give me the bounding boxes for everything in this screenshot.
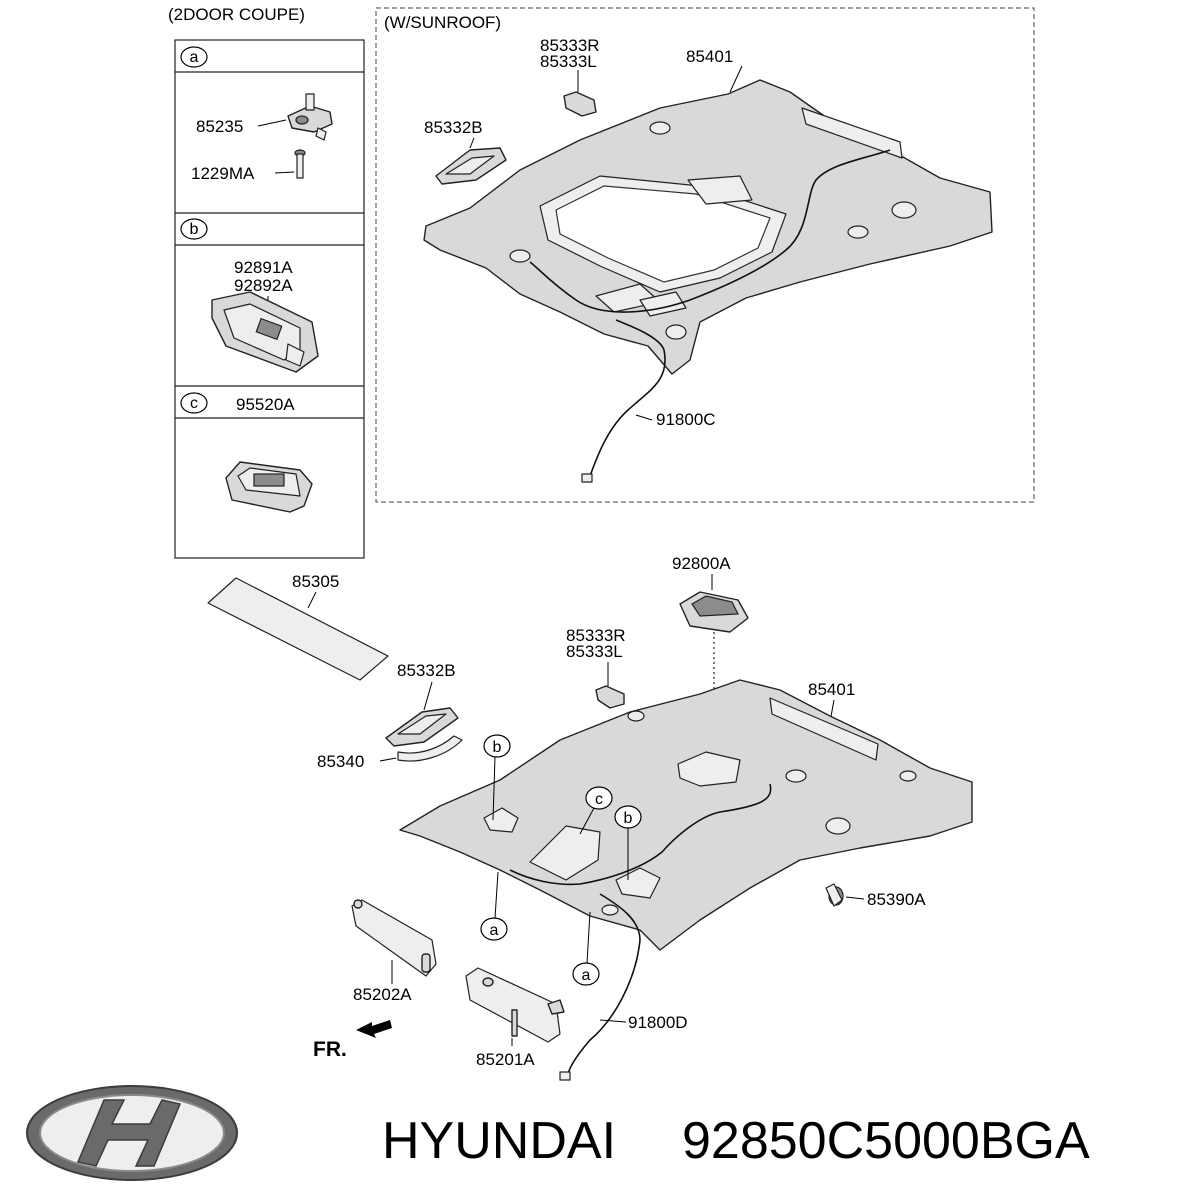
variant-2door-label: (2DOOR COUPE)	[168, 5, 305, 24]
footer: HYUNDAI 92850C5000BGA	[26, 1085, 1090, 1181]
main-part-label-85305: 85305	[292, 572, 339, 591]
main-view: 85305 92800A 85333R 85333L 85401 85332B …	[207, 554, 973, 1081]
main-part-label-85401: 85401	[808, 680, 855, 699]
wire-91800D	[509, 783, 772, 1075]
marker-c-circle	[180, 392, 208, 414]
svg-text:a: a	[490, 922, 499, 939]
sunroof-headliner	[423, 79, 993, 375]
main-bracket-85332B-icon	[385, 707, 459, 747]
front-arrow-icon	[356, 1020, 392, 1038]
clip-85390A-icon	[825, 883, 844, 907]
part-number: 92850C5000BGA	[682, 1112, 1090, 1170]
assist-handle-85340-icon	[397, 735, 463, 762]
main-part-label-85390A: 85390A	[867, 890, 926, 909]
strip-85305-icon	[207, 577, 389, 681]
map-lamp-icon	[225, 461, 313, 513]
main-part-label-92800A: 92800A	[672, 554, 731, 573]
sunroof-part-label-85332B: 85332B	[424, 118, 483, 137]
marker-b-circle	[180, 218, 208, 240]
marker-c-label: c	[190, 395, 198, 412]
sun-visor-85202A-icon	[351, 899, 437, 977]
screw-1229MA-icon	[294, 149, 306, 179]
connector-91800C-icon	[581, 473, 593, 483]
main-marker-a2: a	[572, 911, 600, 986]
wire-91800C	[529, 149, 891, 477]
main-marker-b1: b	[483, 734, 511, 821]
main-part-label-85340: 85340	[317, 752, 364, 771]
inset-section-c: c 95520A	[180, 392, 313, 513]
clip-85235-icon	[287, 93, 333, 141]
main-headliner	[399, 679, 973, 951]
part-label-95520A: 95520A	[236, 395, 295, 414]
sun-visor-85201A-icon	[465, 967, 565, 1043]
main-part-label-91800D: 91800D	[628, 1013, 688, 1032]
sunroof-part-label-85401: 85401	[686, 47, 733, 66]
front-label: FR.	[313, 1038, 347, 1061]
svg-text:a: a	[582, 967, 591, 984]
variant-sunroof-label: (W/SUNROOF)	[384, 13, 501, 32]
svg-text:b: b	[624, 810, 633, 827]
sunroof-bracket-85332B-icon	[435, 147, 507, 185]
sunroof-view: (W/SUNROOF) 85333R 85333L 85401 85332B 9…	[375, 7, 1035, 503]
main-part-label-85202A: 85202A	[353, 985, 412, 1004]
part-label-85235: 85235	[196, 117, 243, 136]
hyundai-logo-icon	[26, 1085, 238, 1181]
main-marker-a1: a	[480, 871, 508, 941]
main-part-label-85333L: 85333L	[566, 642, 623, 661]
sunroof-dashed-frame	[375, 7, 1035, 503]
svg-text:b: b	[493, 739, 502, 756]
main-marker-c: c	[579, 786, 613, 835]
main-clip-85333-icon	[595, 685, 625, 709]
sunroof-part-label-85333L: 85333L	[540, 52, 597, 71]
inset-frame	[174, 39, 365, 559]
sunroof-part-label-91800C: 91800C	[656, 410, 716, 429]
main-part-label-85333R: 85333R	[566, 626, 626, 645]
main-part-label-85201A: 85201A	[476, 1050, 535, 1069]
main-part-label-85332B: 85332B	[397, 661, 456, 680]
svg-text:c: c	[595, 791, 603, 808]
grab-handle-housing-icon	[211, 291, 319, 373]
brand-name: HYUNDAI	[382, 1112, 616, 1170]
part-label-92891A: 92891A	[234, 258, 293, 277]
inset-section-a: a 85235 1229MA	[180, 46, 333, 183]
connector-91800D-icon	[559, 1071, 571, 1081]
sunroof-part-label-85333R: 85333R	[540, 36, 600, 55]
part-label-92892A: 92892A	[234, 276, 293, 295]
overhead-console-92800A-icon	[679, 591, 749, 633]
inset-section-b: b 92891A 92892A	[180, 218, 319, 373]
marker-a-circle	[180, 46, 208, 68]
marker-b-label: b	[190, 221, 199, 238]
main-marker-b2: b	[614, 805, 642, 880]
front-direction-indicator: FR.	[313, 1020, 392, 1061]
inset-table: (2DOOR COUPE) a 85235 1229MA	[168, 5, 365, 559]
sunroof-clip-85333-icon	[563, 91, 597, 117]
part-label-1229MA: 1229MA	[191, 164, 255, 183]
marker-a-label: a	[190, 49, 199, 66]
